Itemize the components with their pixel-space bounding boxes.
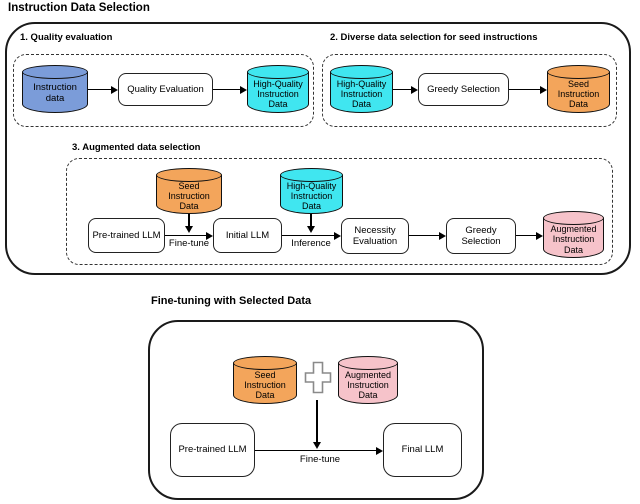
arrow-greedy-to-seed (509, 85, 547, 94)
arrowhead-icon (536, 231, 543, 240)
section2-label: 2. Diverse data selection for seed instr… (330, 32, 538, 43)
section2-group (322, 54, 617, 127)
high-quality-data-cylinder: High-Quality Instruction Data (330, 65, 393, 113)
finetune-edge-label: Fine-tune (299, 454, 341, 465)
seed-data-cylinder: Seed Instruction Data (547, 65, 610, 113)
cylinder-top (247, 65, 309, 79)
cylinder-label: High-Quality Instruction Data (286, 180, 337, 212)
arrowhead-icon (411, 85, 418, 94)
arrowhead-icon (540, 85, 547, 94)
cylinder-top (547, 65, 610, 79)
necessity-evaluation-box: Necessity Evaluation (341, 218, 409, 254)
high-quality-data-cylinder: High-Quality Instruction Data (280, 168, 343, 214)
seed-data-cylinder: Seed Instruction Data (156, 168, 222, 214)
cylinder-top (22, 65, 88, 79)
cylinder-label: Seed Instruction Data (244, 369, 286, 401)
arrow-data-to-finetune (313, 400, 321, 449)
arrow-pretrained-to-initial (165, 231, 213, 240)
arrowhead-icon (111, 85, 118, 94)
arrow-initial-to-necessity (282, 231, 341, 240)
arrowhead-icon (240, 85, 247, 94)
arrow-input-to-quality (88, 85, 118, 94)
cylinder-top (280, 168, 343, 182)
section3-label: 3. Augmented data selection (72, 142, 201, 153)
finetune-edge-label: Fine-tune (168, 238, 210, 249)
augmented-data-cylinder: Augmented Instruction Data (338, 356, 398, 404)
seed-data-cylinder: Seed Instruction Data (233, 356, 297, 404)
arrowhead-icon (376, 446, 383, 455)
arrowhead-icon (313, 442, 321, 449)
cylinder-label: Augmented Instruction Data (550, 224, 597, 255)
cylinder-top (156, 168, 222, 182)
cylinder-label: Seed Instruction Data (557, 78, 600, 110)
cylinder-top (543, 211, 604, 225)
cylinder-body (330, 72, 393, 113)
arrow-greedy-to-augmented (516, 231, 543, 240)
bottom-title: Fine-tuning with Selected Data (151, 295, 312, 307)
section1-group (13, 54, 314, 127)
arrow-seed-to-finetune (185, 214, 193, 233)
pretrained-llm-box: Pre-trained LLM (170, 423, 255, 477)
cylinder-top (338, 356, 398, 370)
inference-edge-label: Inference (291, 238, 331, 249)
arrowhead-icon (307, 226, 315, 233)
high-quality-data-cylinder: High-Quality Instruction Data (247, 65, 309, 113)
cylinder-label: Instruction data (33, 82, 77, 104)
plus-icon (304, 361, 332, 399)
main-title: Instruction Data Selection (8, 2, 150, 14)
greedy-selection-box: Greedy Selection (446, 218, 516, 254)
section1-label: 1. Quality evaluation (20, 32, 113, 43)
section3-group (66, 158, 613, 265)
cylinder-label: Augmented Instruction Data (344, 369, 392, 401)
instruction-data-cylinder: Instruction data (22, 65, 88, 113)
initial-llm-box: Initial LLM (213, 218, 282, 253)
arrow-hq-to-greedy (393, 85, 418, 94)
greedy-selection-box: Greedy Selection (418, 73, 509, 106)
arrow-quality-to-hq (213, 85, 247, 94)
final-llm-box: Final LLM (383, 423, 462, 477)
arrowhead-icon (185, 226, 193, 233)
cylinder-label: High-Quality Instruction Data (253, 78, 303, 110)
arrowhead-icon (334, 231, 341, 240)
cylinder-top (330, 65, 393, 79)
pretrained-llm-box: Pre-trained LLM (88, 218, 165, 253)
cylinder-label: Seed Instruction Data (168, 180, 210, 212)
arrowhead-icon (439, 231, 446, 240)
arrow-necessity-to-greedy (409, 231, 446, 240)
quality-evaluation-box: Quality Evaluation (118, 73, 213, 106)
arrowhead-icon (206, 231, 213, 240)
arrow-pretrained-to-final (255, 446, 383, 455)
cylinder-top (233, 356, 297, 370)
arrow-hq-to-inference (307, 214, 315, 233)
augmented-data-cylinder: Augmented Instruction Data (543, 211, 604, 258)
cylinder-label: High-Quality Instruction Data (336, 78, 387, 110)
